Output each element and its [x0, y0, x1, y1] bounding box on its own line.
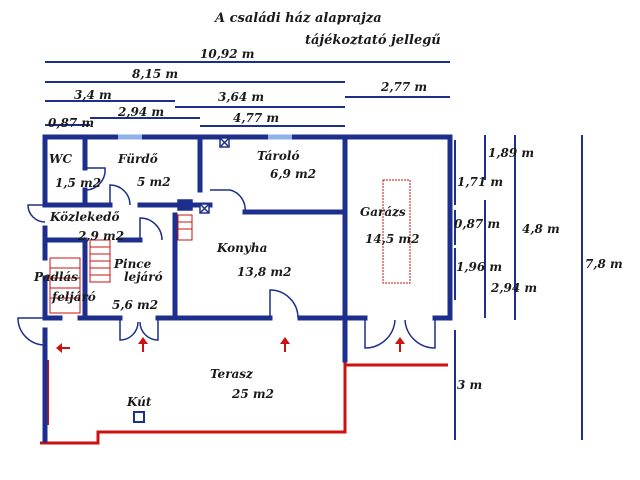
dim-label-8-15: 8,15 m	[132, 67, 178, 81]
entry-arrows	[56, 337, 405, 353]
dim-label-4-8: 4,8 m	[522, 222, 560, 236]
room-wc-area: 1,5 m2	[55, 176, 101, 190]
room-padlas-name2: feljáró	[51, 290, 96, 304]
dim-label-0-87: 0,87 m	[48, 116, 94, 130]
room-furdo-name: Fürdő	[117, 152, 158, 166]
room-kozlekedo-area: 2,9 m2	[77, 229, 124, 243]
stairs-padlas	[49, 257, 81, 314]
dim-label-1-89: 1,89 m	[488, 146, 534, 160]
door-pince-right	[139, 318, 159, 341]
door-entry	[17, 317, 46, 346]
room-tarolo-name: Tároló	[257, 149, 299, 163]
door-pince-left	[119, 318, 139, 341]
room-terasz-area: 25 m2	[231, 387, 274, 401]
right-dimension-lines	[454, 135, 583, 440]
dim-label-1-96: 1,96 m	[456, 260, 502, 274]
room-pince-name2: lejáró	[124, 270, 163, 284]
arrow-icon-garage	[395, 337, 405, 352]
room-konyha-name: Konyha	[216, 241, 267, 255]
doors	[17, 167, 436, 349]
well-icon	[133, 411, 145, 423]
dim-label-0-87-right: 0,87 m	[454, 217, 500, 231]
walls	[42, 134, 453, 443]
plan-title: A családi ház alaprajza	[213, 11, 382, 26]
stairs-konyha	[177, 214, 193, 241]
terrace-edge-right	[343, 347, 448, 367]
dim-label-7-8: 7,8 m	[585, 257, 623, 271]
door-kozlekedo	[139, 217, 163, 241]
door-tarolo	[210, 189, 246, 213]
plan-subtitle: tájékoztató jellegű	[305, 33, 441, 48]
room-kut-name: Kút	[126, 395, 152, 409]
room-garazs-name: Garázs	[360, 205, 406, 219]
room-tarolo-area: 6,9 m2	[270, 167, 316, 181]
car-outline	[382, 179, 411, 284]
vent-marks	[177, 137, 230, 214]
room-kozlekedo-name: Közlekedő	[49, 210, 120, 224]
arrow-icon-pince	[138, 337, 148, 352]
door-garage-right	[404, 318, 436, 349]
room-furdo-area: 5 m2	[137, 175, 171, 189]
room-padlas-name: Padlás	[33, 270, 78, 284]
stairs	[49, 214, 193, 314]
chimney-block	[177, 199, 193, 211]
vent-icon-top-x2	[219, 137, 230, 148]
room-pince-area: 5,6 m2	[112, 298, 158, 312]
door-wc	[84, 167, 106, 191]
dim-label-3-64: 3,64 m	[218, 90, 264, 104]
door-konyha	[269, 289, 299, 319]
room-terasz-name: Terasz	[210, 367, 254, 381]
dim-label-4-77: 4,77 m	[233, 111, 279, 125]
terrace-edge-bottom	[40, 355, 347, 445]
dim-label-3: 3 m	[457, 378, 482, 392]
dim-label-10-92: 10,92 m	[200, 47, 254, 61]
dim-label-2-77: 2,77 m	[380, 80, 427, 94]
room-wc-name: WC	[49, 152, 72, 166]
dim-label-2-94: 2,94 m	[117, 105, 164, 119]
dim-label-1-71: 1,71 m	[457, 175, 503, 189]
arrow-icon-konyha	[280, 337, 290, 352]
vent-icon-mid-x2	[199, 203, 210, 214]
door-garage-left	[364, 318, 396, 349]
room-pince-name: Pince	[113, 257, 152, 271]
room-garazs-area: 14,5 m2	[365, 232, 419, 246]
door-furdo	[109, 184, 131, 206]
room-konyha-area: 13,8 m2	[237, 265, 291, 279]
door-padlas	[27, 204, 46, 223]
dim-label-2-94-right: 2,94 m	[490, 281, 537, 295]
top-dimension-lines	[45, 61, 450, 127]
arrow-icon-left	[56, 343, 70, 353]
dim-label-3-4: 3,4 m	[74, 88, 112, 102]
